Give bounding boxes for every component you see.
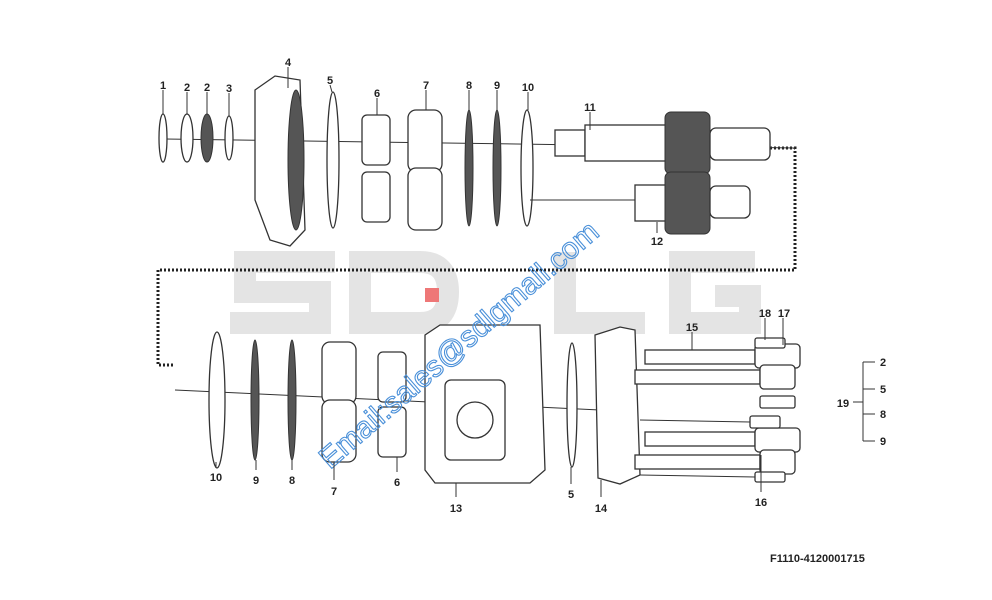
watermark-letter-d [349, 251, 460, 334]
part-9-plate [250, 339, 260, 461]
label-part-5: 5 [568, 489, 574, 501]
part-2-seal [200, 113, 214, 163]
part-17-plug [759, 395, 796, 409]
kit-item: 8 [880, 409, 886, 421]
part-7-bushing [321, 341, 357, 405]
label-part-10: 10 [210, 472, 222, 484]
label-part-4: 4 [285, 57, 292, 69]
part-5-gasket [326, 91, 340, 229]
drawing-code: F1110-4120001715 [770, 553, 865, 565]
kit-label: 19 [837, 398, 849, 410]
watermark-letter-s [230, 251, 335, 334]
part-10-plate [208, 331, 226, 469]
watermark-red-square [425, 288, 439, 302]
part-6-bearing [361, 114, 391, 166]
label-part-12: 12 [651, 236, 663, 248]
kit-item: 9 [880, 436, 886, 448]
label-part-16: 16 [755, 497, 767, 509]
label-part-7: 7 [423, 80, 429, 92]
part-16-plug [754, 471, 786, 483]
label-part-9: 9 [494, 80, 500, 92]
label-part-7: 7 [331, 486, 337, 498]
kit-item: 5 [880, 384, 886, 396]
part-9-plate [492, 109, 502, 227]
top-row-parts [158, 75, 796, 247]
bottom-row-parts [174, 324, 801, 485]
part-13-pump-body [424, 324, 546, 484]
sdlg-watermark-logo [230, 251, 761, 334]
part-3-ring [224, 115, 234, 161]
label-part-6: 6 [374, 88, 380, 100]
part-11-drive-gear-shaft [554, 111, 771, 175]
part-8-plate [287, 339, 297, 461]
label-part-13: 13 [450, 503, 462, 515]
part-1-snap-ring [158, 113, 168, 163]
part-15-bolts [634, 343, 801, 475]
label-part-8: 8 [289, 475, 295, 487]
part-18-washer [754, 337, 786, 349]
part-8-plate [464, 109, 474, 227]
watermark-letter-l [554, 252, 645, 334]
kit-19-legend: 19 2 5 8 9 [837, 357, 886, 448]
label-part-11: 11 [584, 102, 596, 114]
label-part-14: 14 [595, 503, 608, 515]
bottom-row-labels: 10 9 8 7 6 13 5 14 15 18 17 16 [210, 308, 790, 515]
label-part-15: 15 [686, 322, 698, 334]
label-part-8: 8 [466, 80, 472, 92]
part-5-gasket [566, 342, 578, 468]
part-6-bearing [361, 171, 391, 223]
label-part-2: 2 [184, 82, 190, 94]
label-part-5: 5 [327, 75, 333, 87]
label-part-17: 17 [778, 308, 790, 320]
part-10-plate [520, 109, 534, 227]
label-part-6: 6 [394, 477, 400, 489]
top-row-labels: 1 2 2 3 4 5 6 7 8 9 10 11 12 [160, 57, 663, 248]
label-part-10: 10 [522, 82, 534, 94]
watermark-letter-g [669, 251, 761, 334]
part-2-seal [180, 113, 194, 163]
part-6-bearing [377, 351, 407, 403]
part-14-rear-cover [594, 326, 641, 485]
part-12-driven-gear-shaft [530, 171, 751, 235]
label-part-2: 2 [204, 82, 210, 94]
label-part-3: 3 [226, 83, 232, 95]
label-part-9: 9 [253, 475, 259, 487]
kit-item: 2 [880, 357, 886, 369]
label-part-1: 1 [160, 80, 166, 92]
label-part-18: 18 [759, 308, 771, 320]
part-7-bushing [407, 109, 443, 173]
